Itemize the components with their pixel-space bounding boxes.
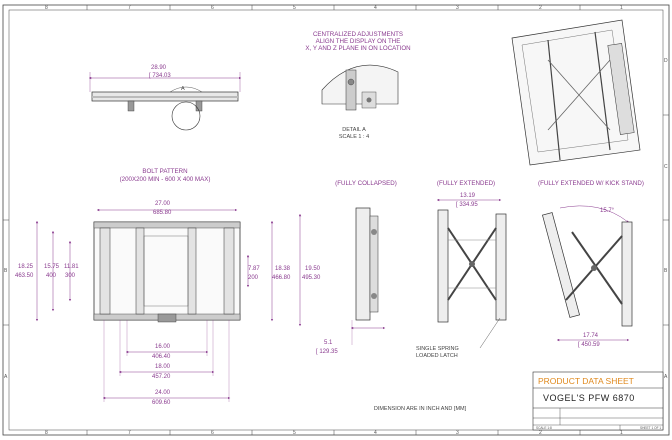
- grid-col-bottom: 8: [45, 430, 48, 436]
- top-width-inch: 28.90: [151, 65, 167, 71]
- product-model: VOGEL'S PFW 6870: [543, 393, 635, 403]
- extended-depth-mm: [ 334.95: [456, 202, 478, 208]
- latch-note-line: SINGLE SPRING: [416, 346, 459, 352]
- title-block: PRODUCT DATA SHEET VOGEL'S PFW 6870 SCAL…: [532, 371, 664, 431]
- bolt-bottom-w2-mm: 457.20: [152, 374, 171, 380]
- grid-row-right: C: [664, 164, 668, 170]
- bolt-height-300-inch: 11.81: [64, 264, 79, 270]
- detail-a-view: CENTRALIZED ADJUSTMENTS ALIGN THE DISPLA…: [305, 31, 410, 140]
- collapsed-title: (FULLY COLLAPSED): [335, 180, 397, 187]
- bolt-inner-h-inch: 7.87: [248, 266, 260, 272]
- sheet-label: SHEET 1 OF 1: [640, 426, 661, 430]
- top-view: 28.90 [ 734.03 A: [88, 65, 242, 131]
- extended-view: (FULLY EXTENDED) 13.19 [ 334.95 SINGLE S…: [416, 180, 507, 359]
- kickstand-depth-inch: 17.74: [583, 333, 599, 339]
- detail-note-line: CENTRALIZED ADJUSTMENTS: [313, 31, 403, 38]
- detail-note-line: X, Y AND Z PLANE IN ON LOCATION: [305, 45, 410, 52]
- grid-col-top: 1: [620, 5, 623, 11]
- grid-col-bottom: 1: [620, 430, 623, 436]
- bolt-height-400-inch: 15.75: [44, 264, 60, 270]
- detail-note-line: ALIGN THE DISPLAY ON THE: [316, 38, 401, 45]
- data-sheet-header: PRODUCT DATA SHEET: [538, 376, 634, 386]
- top-width-mm: [ 734.03: [149, 73, 171, 79]
- bolt-top-width-mm: 685.80: [153, 210, 172, 216]
- grid-col-bottom: 2: [539, 430, 542, 436]
- grid-col-bottom: 5: [293, 430, 296, 436]
- bolt-bottom-w3-inch: 24.00: [155, 390, 171, 396]
- bolt-right-h2-mm: 495.30: [302, 275, 321, 281]
- grid-col-top: 7: [128, 5, 131, 11]
- bolt-bottom-w1-inch: 16.00: [155, 344, 171, 350]
- grid-col-bottom: 7: [128, 430, 131, 436]
- grid-col-top: 8: [45, 5, 48, 11]
- extended-depth-inch: 13.19: [460, 193, 476, 199]
- grid-col-top: 5: [293, 5, 296, 11]
- kickstand-depth-mm: [ 450.59: [578, 342, 600, 348]
- bolt-height-400-mm: 400: [46, 273, 57, 279]
- kickstand-view: (FULLY EXTENDED W/ KICK STAND) 15.7° 17.…: [538, 180, 644, 348]
- grid-row-right: D: [664, 58, 668, 64]
- bolt-pattern-subtitle: (200X200 MIN - 600 X 400 MAX): [120, 176, 211, 183]
- grid-row-left: B: [4, 268, 8, 274]
- bolt-right-h1-mm: 466.80: [272, 275, 291, 281]
- bolt-height-300-mm: 300: [65, 273, 76, 279]
- grid-col-top: 4: [374, 5, 377, 11]
- bolt-bottom-w3-mm: 609.60: [152, 400, 171, 406]
- collapsed-view: (FULLY COLLAPSED) 5.1 [ 129.35: [316, 180, 397, 355]
- isometric-view: [511, 19, 641, 166]
- bolt-height-outer-mm: 463.50: [15, 273, 34, 279]
- bolt-bottom-w1-mm: 406.40: [152, 354, 171, 360]
- bolt-bottom-w2-inch: 18.00: [155, 364, 171, 370]
- latch-note-line: LOADED LATCH: [416, 353, 458, 359]
- collapsed-depth-mm: [ 129.35: [316, 349, 338, 355]
- grid-col-bottom: 6: [211, 430, 214, 436]
- grid-row-labels: D C B A B A: [3, 58, 669, 380]
- bolt-pattern-view: BOLT PATTERN (200X200 MIN - 600 X 400 MA…: [15, 168, 321, 406]
- grid-row-left: A: [4, 374, 8, 380]
- detail-a-scale: SCALE 1 : 4: [339, 134, 369, 140]
- bolt-height-outer-inch: 18.25: [18, 264, 34, 270]
- detail-a-marker: A: [181, 86, 185, 92]
- detail-a-label: DETAIL A: [342, 127, 366, 133]
- bolt-right-h1-inch: 18.38: [275, 266, 291, 272]
- grid-col-bottom: 3: [456, 430, 459, 436]
- grid-column-labels: 8 7 6 5 4 3 2 1 8 7 6 5 4 3 2 1: [45, 5, 623, 436]
- bolt-right-h2-inch: 19.50: [305, 266, 321, 272]
- extended-title: (FULLY EXTENDED): [437, 180, 495, 187]
- dimension-units-note: DIMENSION ARE IN INCH AND [MM]: [374, 406, 467, 412]
- grid-col-top: 2: [539, 5, 542, 11]
- grid-row-right: B: [664, 268, 668, 274]
- bolt-pattern-title: BOLT PATTERN: [142, 168, 187, 175]
- kickstand-title: (FULLY EXTENDED W/ KICK STAND): [538, 180, 644, 187]
- grid-col-bottom: 4: [374, 430, 377, 436]
- grid-col-top: 6: [211, 5, 214, 11]
- kickstand-angle: 15.7°: [600, 208, 615, 214]
- bolt-inner-h-mm: 200: [248, 275, 259, 281]
- bolt-top-width-inch: 27.00: [155, 201, 171, 207]
- scale-label: SCALE 1:8: [536, 426, 552, 430]
- collapsed-depth-inch: 5.1: [324, 340, 333, 346]
- grid-col-top: 3: [456, 5, 459, 11]
- grid-row-right: A: [664, 374, 668, 380]
